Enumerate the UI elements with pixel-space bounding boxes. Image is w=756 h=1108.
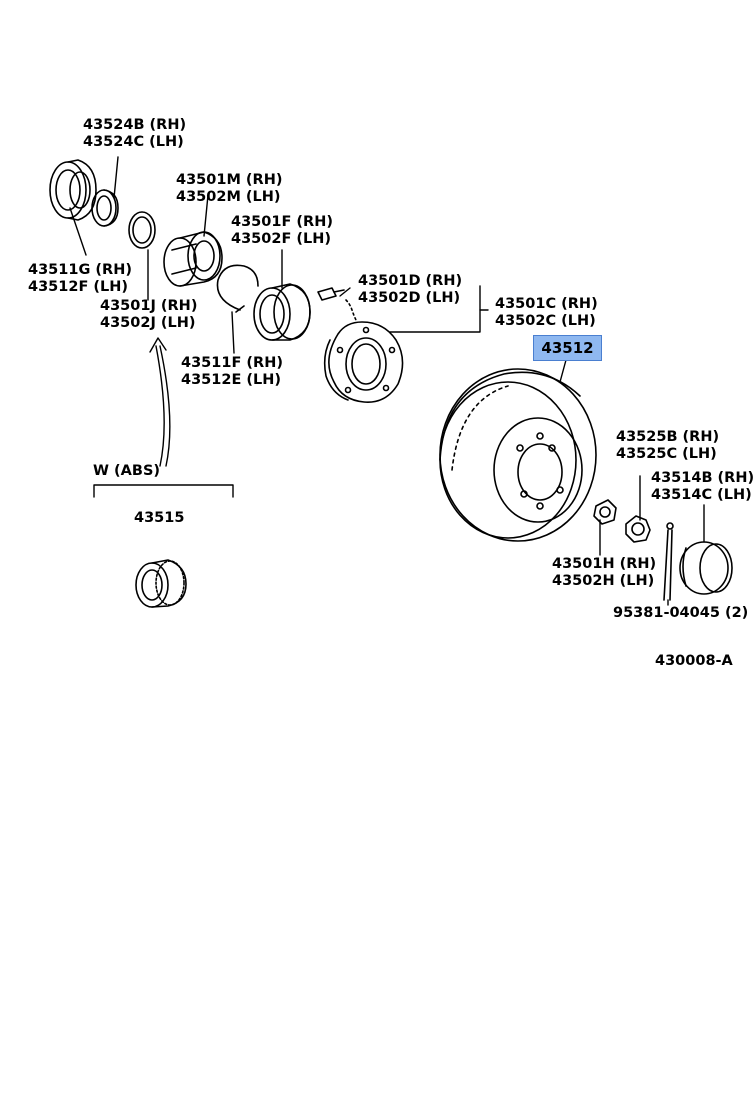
label-43501j[interactable]: 43501J (RH) 43502J (LH) — [100, 298, 197, 332]
axle-hub-part[interactable] — [325, 322, 403, 402]
label-43501h-lh: 43502H (LH) — [552, 573, 655, 589]
label-43511g[interactable]: 43511G (RH) 43512F (LH) — [28, 262, 132, 296]
label-43524-rh: 43524B (RH) — [83, 117, 187, 133]
cotter-pin-part[interactable] — [664, 523, 673, 600]
label-43515[interactable]: 43515 — [134, 510, 184, 527]
leader-lines — [70, 157, 704, 605]
brake-rotor-part[interactable] — [440, 369, 596, 541]
label-43525[interactable]: 43525B (RH) 43525C (LH) — [616, 429, 719, 463]
label-w-abs-text: W (ABS) — [93, 463, 161, 479]
label-95381-text: 95381-04045 (2) — [613, 605, 749, 621]
label-w-abs: W (ABS) — [93, 463, 160, 480]
label-43501c[interactable]: 43501C (RH) 43502C (LH) — [495, 296, 598, 330]
label-43501m-rh: 43501M (RH) — [176, 172, 283, 188]
w-abs-bracket — [94, 485, 233, 497]
abs-sensor-rotor-part[interactable] — [136, 560, 186, 607]
label-43501h-rh: 43501H (RH) — [552, 556, 657, 572]
grease-cap-part[interactable] — [680, 542, 732, 594]
label-43501f[interactable]: 43501F (RH) 43502F (LH) — [231, 214, 333, 248]
bearing-part[interactable] — [164, 232, 222, 286]
label-43511g-rh: 43511G (RH) — [28, 262, 132, 278]
label-43501d[interactable]: 43501D (RH) 43502D (LH) — [358, 273, 462, 307]
figure-id-text: 430008-A — [655, 653, 733, 669]
label-43501m[interactable]: 43501M (RH) 43502M (LH) — [176, 172, 282, 206]
label-43501f-lh: 43502F (LH) — [231, 231, 332, 247]
seal-ring-part[interactable] — [92, 190, 118, 226]
label-43501j-lh: 43502J (LH) — [100, 315, 196, 331]
oil-seal-part[interactable] — [50, 160, 96, 220]
label-43501d-lh: 43502D (LH) — [358, 290, 461, 306]
label-43501c-rh: 43501C (RH) — [495, 296, 598, 312]
direction-arrow — [150, 338, 170, 466]
bearing-race-part[interactable] — [254, 284, 310, 340]
circlip-part[interactable] — [217, 265, 258, 310]
snap-ring-part[interactable] — [129, 212, 155, 248]
label-43501j-rh: 43501J (RH) — [100, 298, 198, 314]
label-43511f-rh: 43511F (RH) — [181, 355, 283, 371]
label-43501d-rh: 43501D (RH) — [358, 273, 463, 289]
hub-bolt-part[interactable] — [318, 288, 356, 320]
label-43512-highlighted[interactable]: 43512 — [533, 335, 602, 361]
label-43501c-lh: 43502C (LH) — [495, 313, 596, 329]
hub-nut-part[interactable] — [594, 500, 616, 524]
lock-washer-part[interactable] — [626, 516, 650, 542]
label-43525-lh: 43525C (LH) — [616, 446, 717, 462]
label-43501m-lh: 43502M (LH) — [176, 189, 281, 205]
label-43512-text: 43512 — [541, 339, 594, 357]
figure-id: 430008-A — [655, 653, 733, 670]
label-95381[interactable]: 95381-04045 (2) — [613, 605, 748, 622]
label-43524[interactable]: 43524B (RH) 43524C (LH) — [83, 117, 186, 151]
label-43511g-lh: 43512F (LH) — [28, 279, 129, 295]
label-43514-lh: 43514C (LH) — [651, 487, 752, 503]
label-43524-lh: 43524C (LH) — [83, 134, 184, 150]
label-43511f-lh: 43512E (LH) — [181, 372, 282, 388]
label-43514-rh: 43514B (RH) — [651, 470, 755, 486]
label-43501f-rh: 43501F (RH) — [231, 214, 333, 230]
label-43511f[interactable]: 43511F (RH) 43512E (LH) — [181, 355, 283, 389]
label-43514[interactable]: 43514B (RH) 43514C (LH) — [651, 470, 756, 504]
label-43501h[interactable]: 43501H (RH) 43502H (LH) — [552, 556, 656, 590]
label-43515-text: 43515 — [134, 510, 185, 526]
label-43525-rh: 43525B (RH) — [616, 429, 720, 445]
